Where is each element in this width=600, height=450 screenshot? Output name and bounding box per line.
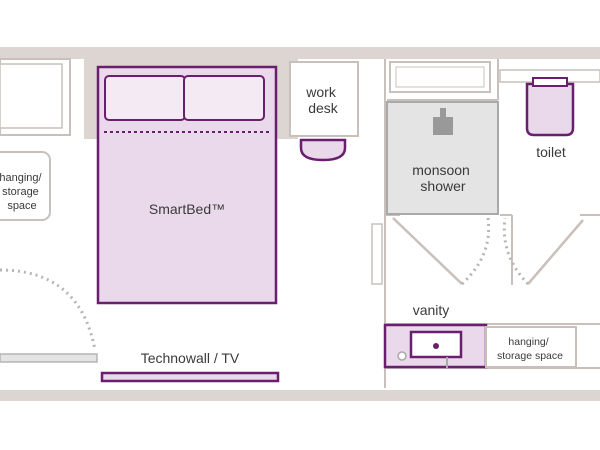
- left-wardrobe: hanging/ storage space: [0, 58, 71, 221]
- pillow-right: [183, 75, 265, 121]
- desk-chair: [299, 138, 347, 162]
- hanging-storage-left-label-line2: storage: [2, 186, 39, 198]
- vanity: [383, 323, 488, 369]
- toilet: toilet: [525, 77, 575, 160]
- shower-shelf-inner: [395, 66, 485, 88]
- svg-text:hanging/ storage space: hanging/ storage space: [497, 336, 563, 362]
- bottom-wall: [0, 390, 600, 401]
- work-desk-label-line2: desk: [308, 100, 339, 116]
- technowall-tv: [100, 371, 280, 383]
- monsoon-shower: monsoon shower: [386, 101, 499, 215]
- hanging-storage-right-label-line1: hanging/: [508, 336, 548, 348]
- svg-text:work desk: work desk: [305, 84, 339, 116]
- vanity-drain: [433, 343, 439, 349]
- hanging-storage-left-label-line1: hanging/: [0, 172, 43, 184]
- vanity-bin: [397, 351, 407, 361]
- monsoon-shower-label-line1: monsoon: [412, 162, 470, 178]
- smartbed: SmartBed™: [96, 65, 278, 305]
- shower-head-icon: [433, 117, 453, 135]
- entry-door-swing: [0, 268, 97, 351]
- hanging-storage-left-label-line3: space: [7, 200, 36, 212]
- hanging-storage-right: hanging/ storage space: [485, 326, 577, 368]
- shower-glass-panel: [371, 223, 383, 285]
- toilet-door-swing: [502, 217, 530, 286]
- monsoon-shower-label-line2: shower: [420, 178, 465, 194]
- work-desk-label-line1: work: [305, 84, 337, 100]
- svg-text:hanging/ storage s: hanging/ storage space: [0, 172, 45, 212]
- top-wall: [0, 47, 600, 59]
- toilet-label: toilet: [536, 144, 566, 160]
- entry-door: [0, 353, 98, 363]
- toilet-door: [527, 219, 584, 285]
- technowall-label: Technowall / TV: [141, 350, 240, 366]
- work-desk: work desk: [289, 61, 359, 162]
- hanging-storage-left: [0, 151, 51, 221]
- vanity-label: vanity: [413, 302, 450, 318]
- shower-door: [392, 217, 463, 285]
- pillow-left: [104, 75, 186, 121]
- shower-door-swing: [460, 217, 491, 286]
- svg-text:monsoon shower: monsoon shower: [412, 162, 473, 194]
- hanging-storage-right-label-line2: storage space: [497, 350, 563, 362]
- smartbed-label: SmartBed™: [149, 201, 225, 217]
